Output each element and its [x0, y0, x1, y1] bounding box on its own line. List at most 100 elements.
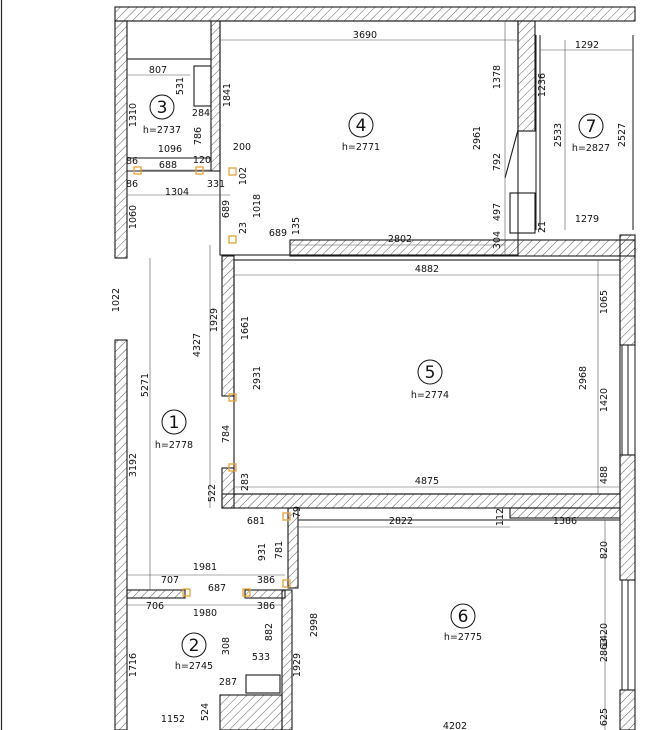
dimension-label: 1981 [193, 562, 217, 573]
dimension-label: 1420 [599, 388, 610, 412]
dimension-label: 1022 [111, 288, 122, 312]
dimension-label: 706 [146, 601, 164, 612]
dimension-label: 2533 [553, 123, 564, 147]
room-5-label: 5 h=2774 [411, 359, 449, 401]
wall-right-6b [619, 689, 636, 730]
dimension-label: 625 [599, 708, 610, 726]
wall-room5-left [221, 255, 235, 397]
dimension-label: 882 [264, 623, 275, 641]
dimension-label: 2961 [472, 126, 483, 150]
room-3-circle [149, 94, 175, 120]
room-6-label: 6 h=2775 [444, 603, 482, 643]
dimension-label: 102 [238, 167, 249, 185]
dimension-label: 1018 [252, 194, 263, 218]
wall-under-4 [289, 239, 636, 257]
dimension-label: 1980 [193, 608, 217, 619]
dimension-label: 524 [200, 703, 211, 721]
room-6-height: h=2775 [444, 632, 482, 643]
dimension-label: 1310 [128, 103, 139, 127]
wall-left-upper [114, 20, 128, 259]
dimension-label: 781 [274, 541, 285, 559]
room-3-label: 3 h=2737 [143, 94, 181, 136]
room-2-label: 2 h=2745 [175, 632, 213, 672]
dimension-label: 531 [175, 77, 186, 95]
wall-3-4 [210, 20, 221, 172]
room-4-number: 4 [356, 116, 367, 136]
dimension-label: 120 [193, 155, 211, 166]
dimension-label: 687 [208, 583, 226, 594]
room-4-height: h=2771 [342, 142, 380, 153]
dimension-label: 689 [221, 200, 232, 218]
room-2-number: 2 [189, 636, 200, 656]
dimension-label: 23 [238, 222, 249, 234]
dimension-label: 820 [599, 541, 610, 559]
wall-above-6 [509, 507, 621, 519]
dimension-label: 497 [492, 203, 503, 221]
wall-left-lower [114, 339, 128, 730]
room-3-height: h=2737 [143, 125, 181, 136]
dimension-label: 135 [291, 217, 302, 235]
room-6-circle [450, 603, 476, 629]
dimension-label: 1065 [599, 290, 610, 314]
dimension-label: 784 [221, 425, 232, 443]
dimension-label: 931 [257, 543, 268, 561]
dimension-label: 2998 [309, 613, 320, 637]
wall-room2-right [281, 589, 293, 730]
dimension-label: 1378 [492, 65, 503, 89]
dimension-label: 786 [193, 127, 204, 145]
walls [114, 6, 636, 730]
dimension-label: 386 [257, 575, 275, 586]
dimension-label: 4327 [192, 333, 203, 357]
wall-room2-top [126, 589, 186, 599]
wall-top [114, 6, 636, 22]
dimension-label: 2802 [388, 234, 412, 245]
room-4-label: 4 h=2771 [342, 112, 380, 153]
room-1-number: 1 [169, 413, 180, 433]
dimension-label: 1661 [240, 316, 251, 340]
room-labels: 1 h=2778 2 h=2745 3 h=2737 4 h=2771 5 h=… [143, 94, 610, 672]
dimension-label: 2863 [599, 638, 610, 662]
dimension-label: 1279 [575, 214, 599, 225]
dimension-label: 4202 [443, 721, 467, 730]
dimension-label: 2931 [252, 366, 263, 390]
room-7-number: 7 [586, 117, 597, 137]
dimension-label: 331 [207, 179, 225, 190]
room-7-label: 7 h=2827 [572, 113, 610, 154]
wall-right-6 [619, 454, 636, 581]
room-7-height: h=2827 [572, 143, 610, 154]
dimension-label: 21 [537, 221, 548, 233]
wall-right-5 [619, 234, 636, 346]
room-7-circle [578, 113, 604, 139]
dimension-label: 3690 [353, 30, 377, 41]
room-6-number: 6 [458, 607, 469, 627]
wall-room2-inner [219, 694, 283, 730]
dimension-label: 79 [292, 506, 303, 518]
dimension-label: 1096 [158, 144, 182, 155]
dimension-label: 1152 [161, 714, 185, 725]
dimension-label: 1841 [222, 83, 233, 107]
room-1-height: h=2778 [155, 440, 193, 451]
room-2-circle [181, 632, 207, 658]
wall-corridor-v [287, 507, 299, 589]
dimension-label: 1420 [599, 623, 610, 647]
dimension-label: 4882 [415, 264, 439, 275]
dimension-label: 2968 [578, 366, 589, 390]
room-1-label: 1 h=2778 [155, 409, 193, 451]
room-5-circle [417, 359, 443, 385]
dimension-label: 689 [269, 228, 287, 239]
dimension-label: 792 [492, 153, 503, 171]
dimension-label: 308 [221, 637, 232, 655]
dimension-label: 283 [240, 473, 251, 491]
dimension-label: 287 [219, 677, 237, 688]
dimension-label: 522 [207, 484, 218, 502]
dimension-label: 1236 [537, 73, 548, 97]
room-outlines [126, 20, 621, 694]
dimension-label: 304 [492, 231, 503, 249]
dimension-label: 533 [252, 652, 270, 663]
wall-room2-top-right [244, 589, 286, 599]
dimension-label: 5271 [140, 373, 151, 397]
room-1-circle [161, 409, 187, 435]
windows [535, 35, 636, 690]
room-5-height: h=2774 [411, 390, 449, 401]
